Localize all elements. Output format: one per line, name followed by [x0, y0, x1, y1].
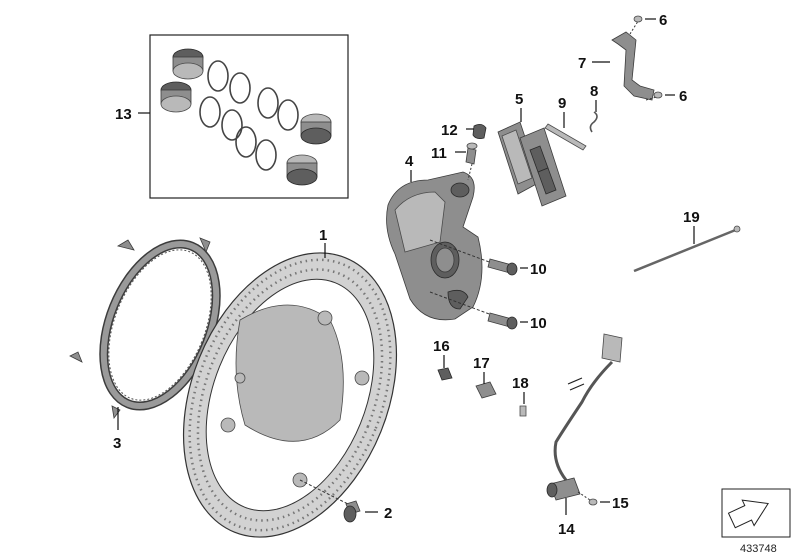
callout-15: 15 [612, 495, 629, 512]
callout-12: 12 [441, 122, 458, 139]
callout-5: 5 [515, 91, 523, 108]
caliper-bolt-upper [429, 239, 518, 276]
clip-16 [437, 367, 453, 381]
piston-mid-left [160, 81, 192, 113]
callout-10-lower: 10 [530, 315, 547, 332]
callout-16: 16 [433, 338, 450, 355]
screw-18 [519, 405, 527, 417]
clip-17 [475, 381, 497, 399]
spring-clip [589, 111, 598, 133]
callout-14: 14 [558, 521, 575, 538]
sensor-screw [577, 491, 598, 506]
callout-1: 1 [319, 227, 327, 244]
callout-8: 8 [590, 83, 598, 100]
cable-tie [633, 225, 741, 273]
caliper-bolt-lower [429, 291, 518, 330]
pad-pin [544, 123, 587, 151]
callout-6-bottom: 6 [679, 88, 687, 105]
callout-19: 19 [683, 209, 700, 226]
brake-disc [182, 252, 398, 538]
disc-bolt [299, 479, 361, 523]
sensor-bracket [611, 31, 655, 101]
reference-number: 433748 [740, 543, 777, 555]
callout-13: 13 [115, 106, 132, 123]
callout-7: 7 [578, 55, 586, 72]
bleeder-valve [465, 142, 478, 181]
wheel-speed-sensor [546, 333, 623, 501]
callout-3: 3 [113, 435, 121, 452]
callout-11: 11 [431, 145, 447, 162]
callout-17: 17 [473, 355, 490, 372]
brake-pads [497, 121, 567, 207]
piston-bottom-right [286, 154, 318, 186]
seal-kit-box [149, 34, 349, 199]
seal-rings [199, 60, 299, 171]
seal-kit-group: 13 [115, 34, 349, 199]
brake-caliper [386, 171, 483, 321]
bracket-screw-top [629, 15, 643, 35]
piston-top-left [172, 48, 204, 80]
callout-4: 4 [405, 153, 414, 170]
callout-9-label: 9 [558, 95, 566, 112]
callout-6-top: 6 [659, 12, 667, 29]
piston-mid-right [300, 113, 332, 145]
callout-10-upper: 10 [530, 261, 547, 278]
callout-2: 2 [384, 505, 392, 522]
reference-icon [721, 488, 791, 538]
callout-18: 18 [512, 375, 529, 392]
bleeder-cap [472, 124, 487, 139]
bracket-screw-bottom [645, 91, 663, 101]
